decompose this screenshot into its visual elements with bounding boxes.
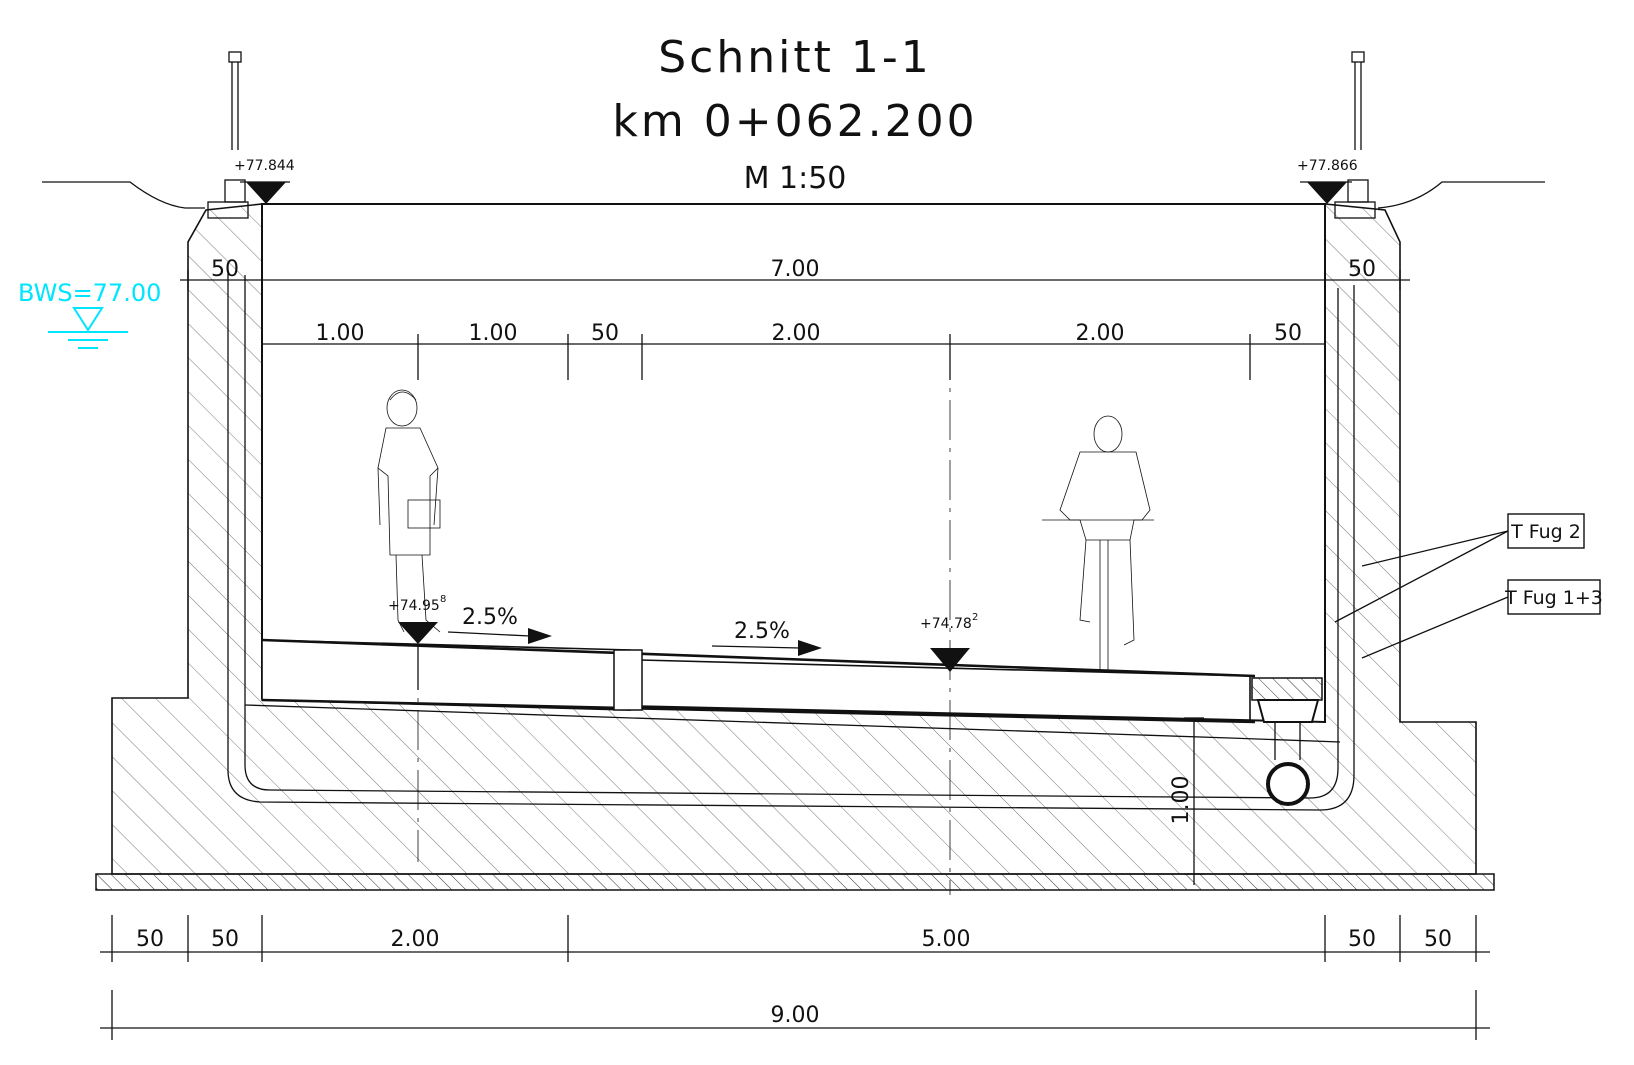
svg-text:+74.78: +74.78 xyxy=(920,616,972,632)
dim-bottom-seg-2: 50 xyxy=(211,927,239,952)
dim-left-wall: 50 xyxy=(211,257,239,282)
railing-right xyxy=(1347,51,1369,203)
terrain-right xyxy=(1377,181,1545,209)
callout-joint-a: T Fug 2 xyxy=(1334,513,1585,623)
section-title: Schnitt 1-1 xyxy=(658,32,931,83)
dim-inner-seg-4: 2.00 xyxy=(772,321,821,346)
svg-text:+77.866: +77.866 xyxy=(1297,158,1358,174)
cyclist-figure xyxy=(1042,415,1154,670)
elevation-marker-center-floor: +74.78 2 xyxy=(920,612,978,672)
svg-text:8: 8 xyxy=(440,594,446,605)
svg-text:T Fug 2: T Fug 2 xyxy=(1510,521,1581,543)
station-label: km 0+062.200 xyxy=(612,96,977,147)
terrain-left xyxy=(42,181,205,209)
svg-text:+77.844: +77.844 xyxy=(234,158,295,174)
dim-inner-seg-1: 1.00 xyxy=(316,321,365,346)
dim-inner-seg-5: 2.00 xyxy=(1076,321,1125,346)
dim-slab-height: 1.00 xyxy=(1169,717,1204,885)
inner-lining-outer xyxy=(227,270,1355,811)
dim-bottom-seg-5: 50 xyxy=(1348,927,1376,952)
callout-joint-b: T Fug 1+3 xyxy=(1361,579,1603,659)
dim-bottom-seg-3: 2.00 xyxy=(391,927,440,952)
svg-text:1.00: 1.00 xyxy=(1169,776,1194,825)
dim-total-width: 9.00 xyxy=(771,1003,820,1028)
inner-lining-inner xyxy=(244,275,1339,799)
dim-total-row: 9.00 xyxy=(100,990,1490,1040)
svg-text:+74.95: +74.95 xyxy=(388,598,440,614)
dim-right-wall: 50 xyxy=(1348,257,1376,282)
joint-block xyxy=(613,649,643,711)
dim-top-row: 50 7.00 50 xyxy=(180,257,1410,290)
dim-inner-row: 1.00 1.00 50 2.00 2.00 50 xyxy=(261,321,1326,380)
svg-text:2.5%: 2.5% xyxy=(462,605,518,630)
dim-bottom-seg-1: 50 xyxy=(136,927,164,952)
foundation-strip xyxy=(95,873,1495,891)
dim-bottom-seg-4: 5.00 xyxy=(922,927,971,952)
dim-inner-seg-2: 1.00 xyxy=(469,321,518,346)
slope-arrow-left: 2.5% xyxy=(447,605,552,644)
dim-inner-seg-6: 50 xyxy=(1274,321,1302,346)
slope-arrow-right: 2.5% xyxy=(711,619,822,656)
scale-label: M 1:50 xyxy=(744,161,847,196)
svg-text:2: 2 xyxy=(972,612,978,623)
elevation-marker-left-top: +77.844 xyxy=(234,158,295,204)
drain-pipe xyxy=(1266,762,1310,806)
floor-surface xyxy=(261,638,1256,678)
drain-gully xyxy=(1251,677,1323,760)
dim-inner-seg-3: 50 xyxy=(591,321,619,346)
svg-text:2.5%: 2.5% xyxy=(734,619,790,644)
water-level-icon xyxy=(48,307,128,349)
waterproof-membrane xyxy=(244,704,1341,743)
elevation-marker-left-floor: +74.95 8 xyxy=(388,594,446,690)
dim-inner-width: 7.00 xyxy=(771,257,820,282)
pedestrian-figure xyxy=(377,389,441,633)
water-level-label: BWS=77.00 xyxy=(18,279,161,307)
floor-bottom xyxy=(261,698,1256,724)
dim-bottom-seg-6: 50 xyxy=(1424,927,1452,952)
svg-text:T Fug 1+3: T Fug 1+3 xyxy=(1504,587,1603,609)
trough-cavity xyxy=(261,203,1326,724)
dim-bottom-row: 50 50 2.00 5.00 50 50 xyxy=(100,915,1490,962)
railing-left xyxy=(224,51,246,203)
elevation-marker-right-top: +77.866 xyxy=(1297,158,1358,204)
